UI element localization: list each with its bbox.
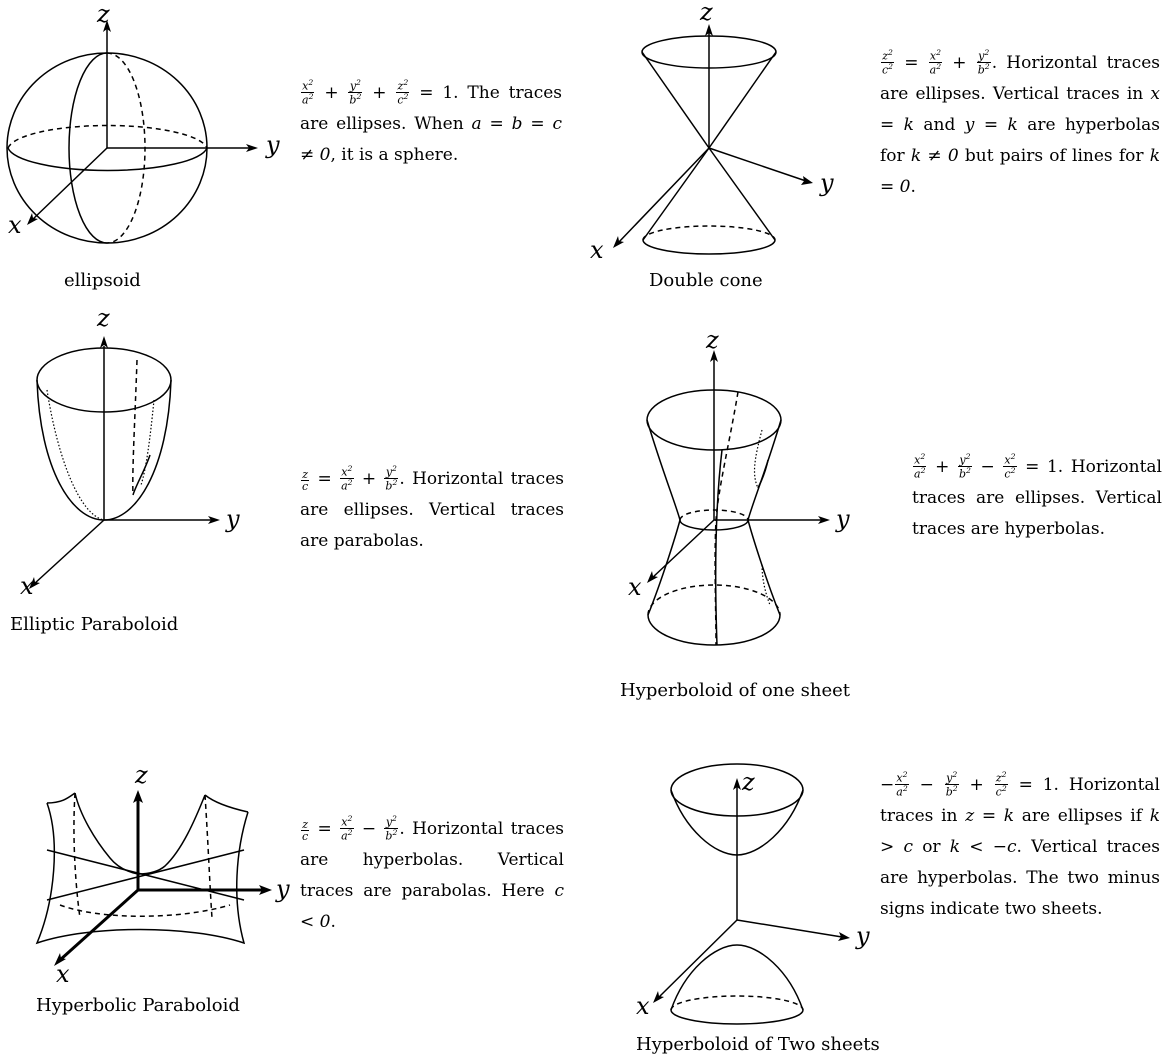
ellipsoid-caption: ellipsoid [64,270,141,291]
hyperbolic-paraboloid-caption: Hyperbolic Paraboloid [36,995,240,1016]
double-cone-surface [641,35,777,255]
x-axis-label: x [8,211,22,239]
z-axis-label: z [700,0,713,26]
hyperboloid-two-sheets-caption: Hyperboloid of Two sheets [636,1034,880,1055]
hyperboloid-two-sheets-surface [670,763,804,1025]
z-axis-label: z [706,326,719,354]
y-axis-label: y [226,505,240,533]
z-axis-label: z [97,304,110,332]
z-axis-label: z [97,0,110,28]
x-axis-label: x [628,573,642,601]
y-axis-label: y [276,875,290,903]
double-cone-caption: Double cone [649,270,763,291]
y-axis-label: y [820,169,834,197]
z-axis-label: z [135,761,148,789]
elliptic-paraboloid-caption: Elliptic Paraboloid [10,614,179,635]
y-axis-label: y [856,922,870,950]
x-axis-label: x [590,236,604,264]
hyperboloid-one-sheet-caption: Hyperboloid of one sheet [620,680,850,701]
x-axis-label: x [56,960,70,988]
x-axis-label: x [636,992,650,1020]
y-axis-label: y [266,131,280,159]
hyperbolic-paraboloid-surface [35,792,249,945]
y-axis-label: y [836,505,850,533]
z-axis-label: z [742,768,755,796]
x-axis-label: x [20,572,34,600]
